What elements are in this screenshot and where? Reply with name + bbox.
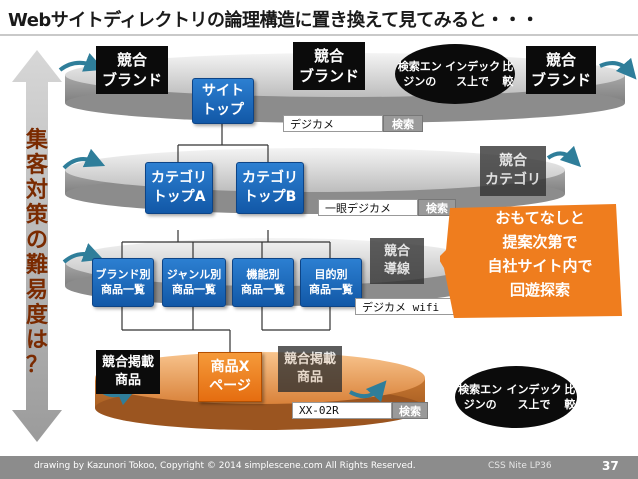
search-input-tier1[interactable]: デジカメ xyxy=(283,115,383,132)
search-input-tier2[interactable]: 一眼デジカメ xyxy=(318,199,418,216)
search-button-tier1[interactable]: 検索 xyxy=(383,115,423,132)
product-list-by-purpose: 目的別 商品一覧 xyxy=(300,258,362,307)
footer-bar xyxy=(0,456,638,479)
page-title: Webサイトディレクトリの論理構造に置き換えて見てみると・・・ xyxy=(8,10,539,31)
category-top-a: カテゴリ トップA xyxy=(145,162,213,214)
search-input-tier3[interactable]: デジカメ wifi xyxy=(355,298,455,315)
competitor-category: 競合 カテゴリ xyxy=(480,146,546,196)
search-input-tier4[interactable]: XX-02R xyxy=(292,402,392,419)
competitor-brand-left: 競合 ブランド xyxy=(96,46,168,94)
search-engine-bubble-top: 検索エンジンの インデックス上で 比較 xyxy=(395,44,515,104)
competitor-listing-left: 競合掲載 商品 xyxy=(96,350,160,394)
product-list-by-brand: ブランド別 商品一覧 xyxy=(92,258,154,307)
competitor-brand-right: 競合 ブランド xyxy=(526,46,596,94)
search-engine-bubble-bottom: 検索エンジンの インデックス上で 比較 xyxy=(455,366,577,428)
rotation-arrows xyxy=(58,53,637,406)
category-top-b: カテゴリ トップB xyxy=(236,162,304,214)
competitor-brand-mid: 競合 ブランド xyxy=(293,42,365,90)
search-button-tier4[interactable]: 検索 xyxy=(392,402,428,419)
page-number: 37 xyxy=(602,459,619,473)
site-top-node: サイト トップ xyxy=(192,78,254,124)
footer-event: CSS Nite LP36 xyxy=(488,461,552,471)
tier4-disc xyxy=(95,352,425,430)
tree-connectors xyxy=(121,122,331,352)
competitor-listing-right: 競合掲載 商品 xyxy=(278,346,342,392)
callout-burst xyxy=(440,204,622,318)
competitor-navigation: 競合 導線 xyxy=(370,238,424,284)
product-list-by-feature: 機能別 商品一覧 xyxy=(232,258,294,307)
difficulty-label: 集 客 対 策 の 難 易 度 は ？ xyxy=(25,128,48,378)
hospitality-callout: おもてなしと 提案次第で 自社サイト内で 回遊探索 xyxy=(487,209,593,299)
search-button-tier2[interactable]: 検索 xyxy=(418,199,456,216)
difficulty-arrow xyxy=(12,50,62,442)
title-divider xyxy=(0,34,638,36)
footer-credit: drawing by Kazunori Tokoo, Copyright © 2… xyxy=(34,461,416,471)
product-list-by-genre: ジャンル別 商品一覧 xyxy=(162,258,226,307)
product-x-page: 商品X ページ xyxy=(198,352,262,402)
